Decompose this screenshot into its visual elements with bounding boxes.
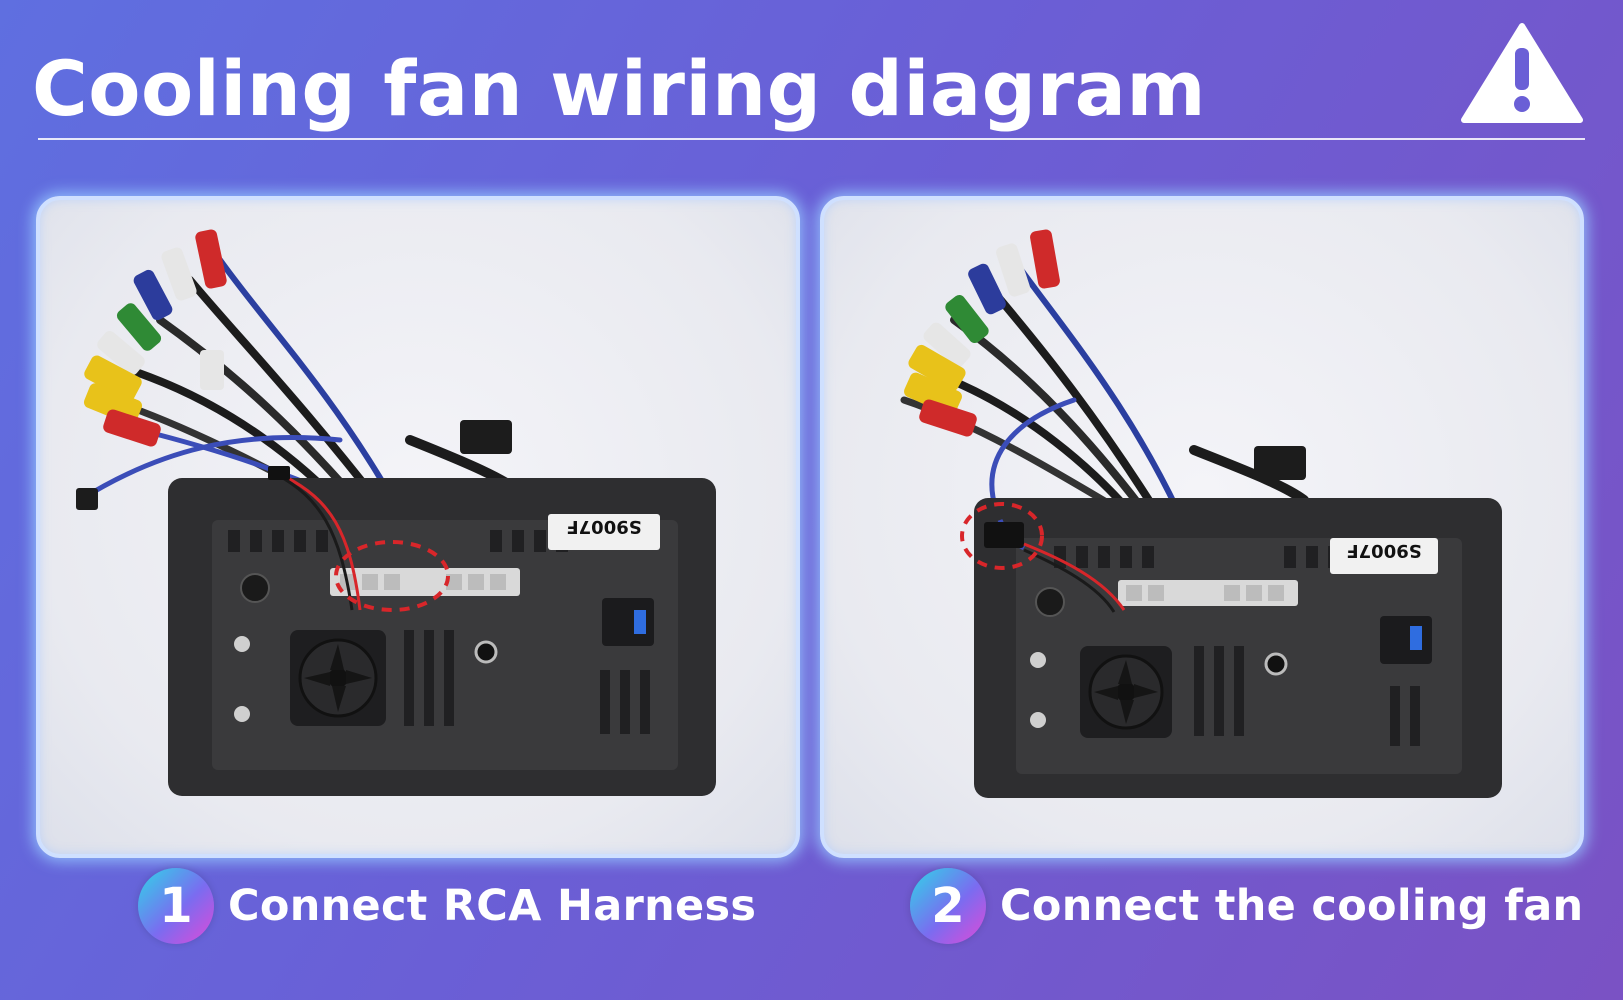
step-label: Connect the cooling fan	[1000, 881, 1584, 931]
panel-cooling-fan: S9007F	[820, 196, 1584, 858]
page-title: Cooling fan wiring diagram	[32, 44, 1207, 133]
warning-triangle-icon	[1461, 23, 1583, 123]
unit-label: S9007F	[566, 516, 641, 537]
panel-rca-harness: S9007F	[36, 196, 800, 858]
step-1: 1 Connect RCA Harness	[138, 866, 756, 946]
step-number-badge: 2	[910, 868, 986, 944]
step-number-badge: 1	[138, 868, 214, 944]
step-2: 2 Connect the cooling fan	[910, 866, 1583, 946]
highlight-ring	[334, 540, 450, 612]
step-label: Connect RCA Harness	[228, 881, 757, 931]
unit-label: S9007F	[1346, 540, 1421, 561]
head-unit-fan-photo: S9007F	[900, 229, 1502, 798]
title-divider	[38, 138, 1585, 140]
highlight-ring	[960, 502, 1044, 570]
head-unit-rca-photo: S9007F	[76, 229, 716, 796]
